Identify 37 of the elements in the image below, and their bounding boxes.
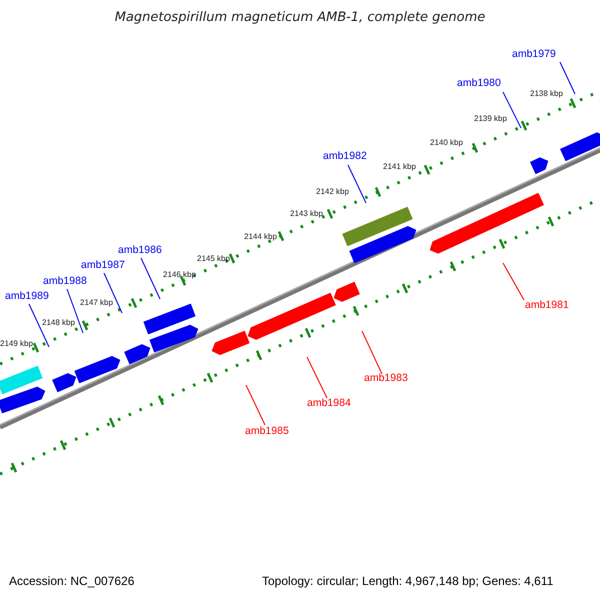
gene-label: amb1989 [5,291,49,302]
leader-line [140,258,160,300]
tick-label: 2149 kbp [0,340,33,348]
leader-line [66,288,84,334]
footer-text: Accession: NC_007626 [9,575,134,587]
gene-label: amb1988 [43,276,87,286]
tick-label: 2140 kbp [430,139,463,147]
leader-line [28,304,50,348]
leader-line [246,384,266,426]
tick-label: 2144 kbp [244,233,277,241]
tick-label: 2142 kbp [316,188,349,196]
tick-label: 2147 kbp [80,299,113,307]
tick-label: 2141 kbp [383,163,416,171]
leader-line [362,330,382,374]
leader-line [502,92,522,128]
gene-label: amb1982 [323,151,367,162]
gene-label: amb1979 [512,49,556,60]
tick-label: 2143 kbp [290,210,323,218]
gene-label: amb1986 [118,245,162,256]
footer-text: Topology: circular; Length: 4,967,148 bp; Genes: 4,611 [262,575,554,587]
chart-title: Magnetospirillum magneticum AMB-1, complete genome [114,11,486,24]
gene-label: amb1985 [245,426,289,436]
gene-label: amb1981 [525,300,569,310]
gene-label: amb1984 [307,398,351,408]
tick-label: 2139 kbp [474,115,507,123]
gene-label: amb1983 [364,373,408,384]
leader-line [306,356,328,398]
tick-label: 2148 kbp [42,319,75,327]
tick-label: 2138 kbp [530,90,563,98]
leader-line [348,164,366,204]
gene-label: amb1987 [81,260,125,270]
leader-line [560,62,576,94]
gene-label: amb1980 [457,78,501,88]
tick-label: 2145 kbp [197,255,230,263]
leader-line [104,272,122,314]
tick-label: 2146 kbp [163,271,196,279]
leader-line [502,262,524,300]
